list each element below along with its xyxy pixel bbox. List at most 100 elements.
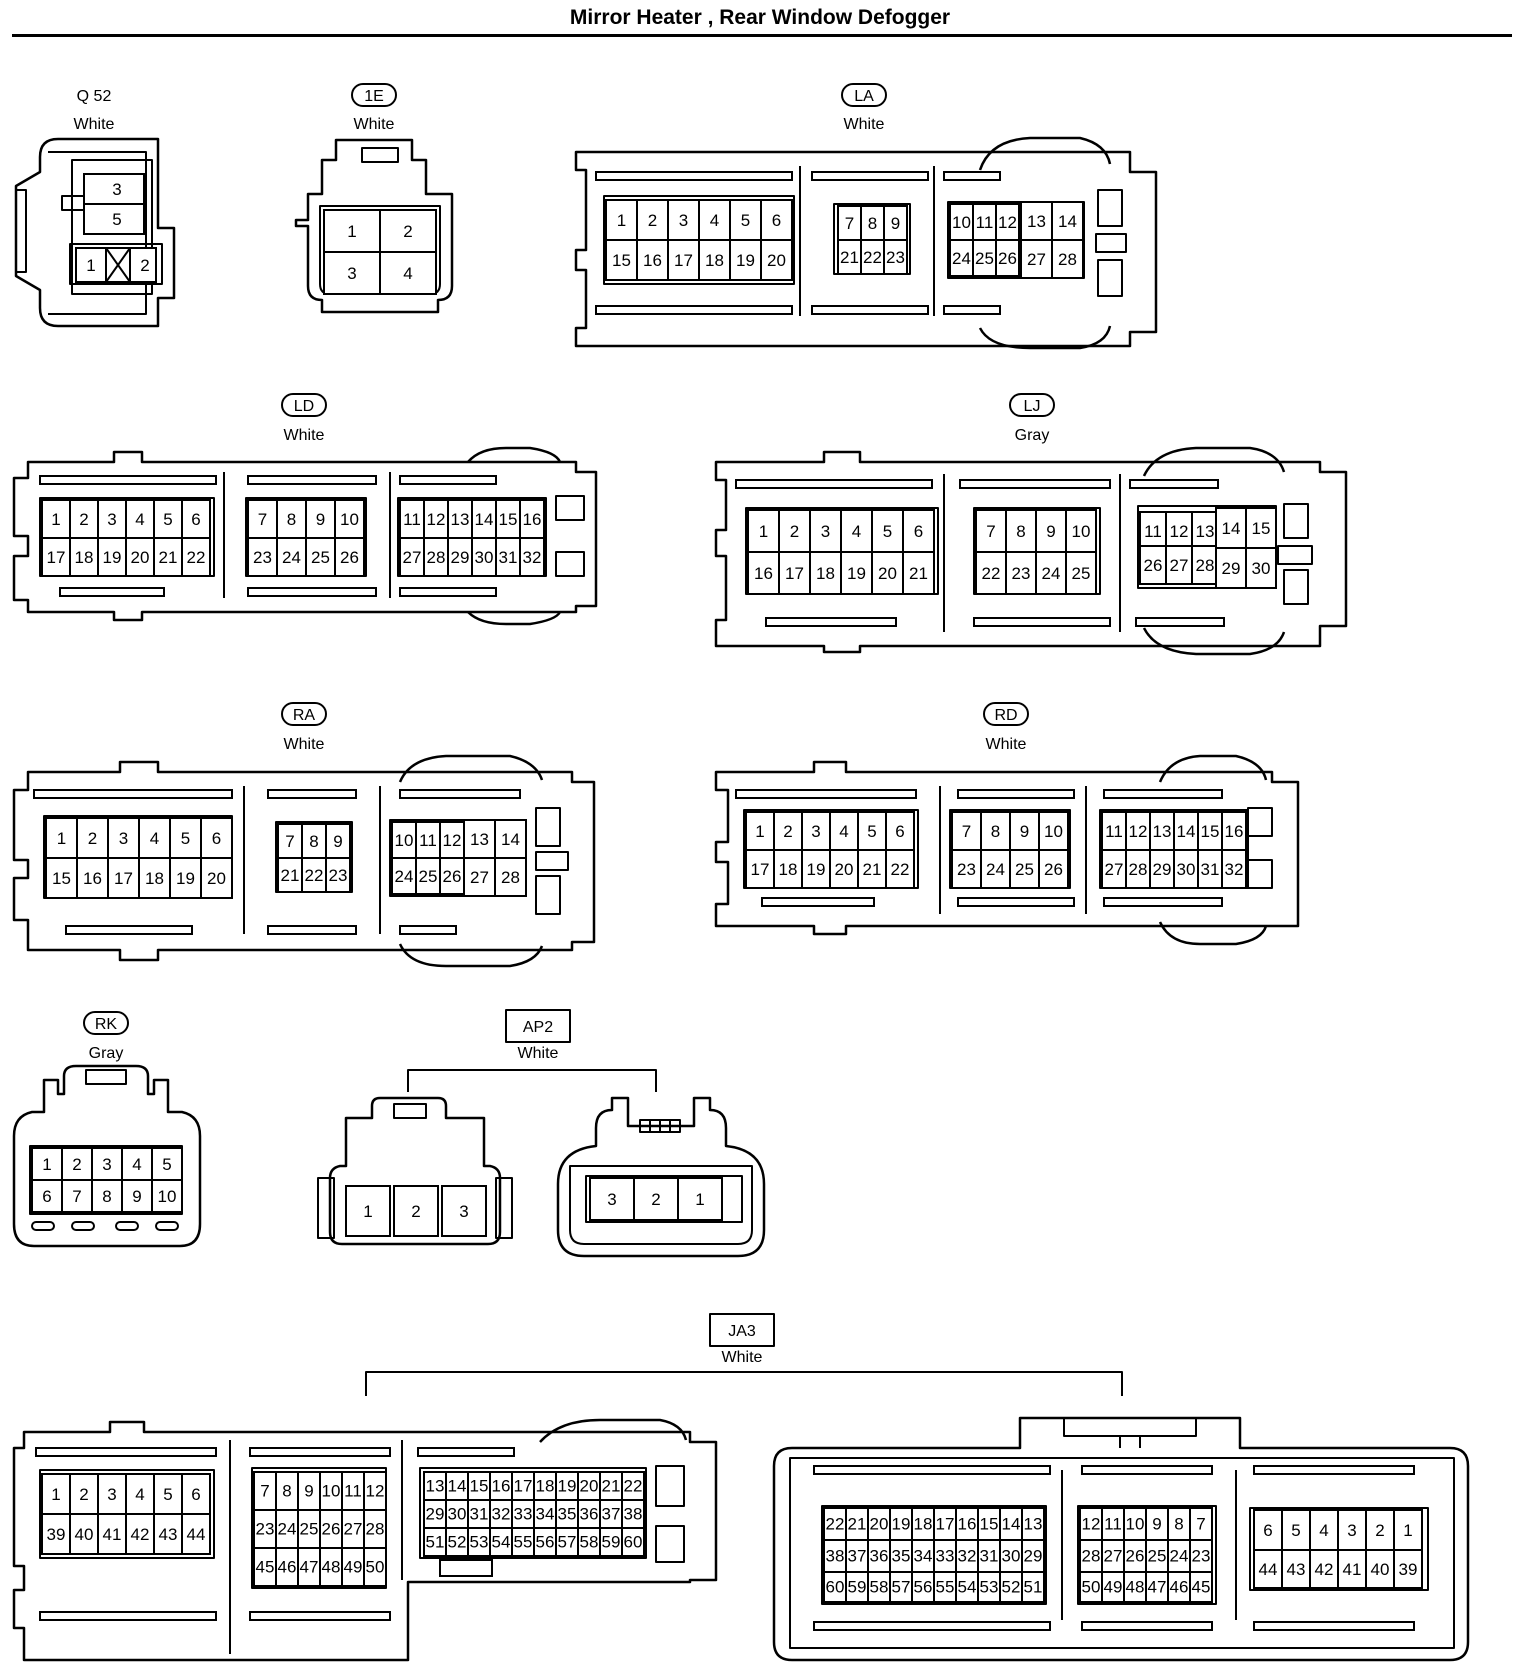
pin-cavity: [1038, 811, 1069, 851]
connector-color-label: Gray: [1015, 427, 1050, 444]
pin-label: 27: [470, 868, 489, 887]
pin-cavity: [325, 823, 351, 859]
pin-label: 9: [304, 1481, 313, 1500]
pin-label: 24: [1042, 564, 1061, 583]
pin-cavity: [1365, 1509, 1395, 1551]
pin-cavity: [1051, 201, 1084, 241]
pin-label: 29: [1222, 559, 1241, 578]
pin-label: 23: [957, 860, 976, 879]
pin-label: 16: [958, 1514, 977, 1533]
pin-label: 2: [403, 222, 412, 241]
pin-label: 4: [852, 522, 861, 541]
pin-label: 2: [140, 256, 149, 275]
pin-label: 34: [914, 1546, 933, 1565]
pin-label: 8: [309, 832, 318, 851]
pin-label: 23: [886, 248, 905, 267]
pin-label: 38: [826, 1546, 845, 1565]
pin-cavity: [1149, 811, 1175, 851]
pin-label: 3: [347, 264, 356, 283]
pin-label: 10: [1072, 522, 1091, 541]
connector-color-label: White: [354, 116, 395, 133]
connector-id-badge: [83, 1011, 129, 1035]
page-title: Mirror Heater , Rear Window Defogger: [569, 6, 951, 29]
pin-cavity: [1009, 849, 1040, 889]
pin-label: 54: [958, 1577, 977, 1596]
pin-cavity: [605, 199, 638, 241]
pin-label: 46: [278, 1557, 297, 1576]
pin-label: 10: [1126, 1514, 1145, 1533]
pin-label: 29: [426, 1504, 445, 1523]
pin-label: 26: [1044, 860, 1063, 879]
pin-label: 7: [962, 822, 971, 841]
pin-label: 29: [451, 548, 470, 567]
pin-label: 13: [1196, 522, 1215, 541]
pin-label: 24: [952, 249, 971, 268]
pin-label: 56: [536, 1532, 555, 1551]
pin-cavity: [181, 537, 211, 577]
pin-label: 26: [340, 548, 359, 567]
pin-label: 12: [366, 1481, 385, 1500]
pin-cavity: [747, 509, 780, 553]
connector-color-label: White: [518, 1045, 559, 1062]
pin-label: 31: [499, 548, 518, 567]
connector-id-label: LJ: [1024, 398, 1041, 415]
pin-label: 24: [278, 1519, 297, 1538]
pin-label: 19: [103, 548, 122, 567]
pin-label: 33: [514, 1504, 533, 1523]
pin-cavity: [41, 1473, 71, 1515]
pin-label: 51: [1024, 1577, 1043, 1596]
pin-label: 45: [1192, 1577, 1211, 1596]
pin-label: 27: [1170, 556, 1189, 575]
pin-label: 11: [1144, 522, 1162, 541]
pin-label: 42: [1315, 1560, 1334, 1579]
pin-label: 47: [1148, 1577, 1167, 1596]
pin-label: 34: [536, 1504, 555, 1523]
pin-label: 22: [863, 248, 882, 267]
pin-label: 25: [419, 867, 438, 886]
pin-cavity: [883, 239, 908, 275]
pin-label: 6: [191, 510, 200, 529]
pin-cavity: [415, 857, 441, 895]
pin-label: 58: [870, 1577, 889, 1596]
pin-label: 16: [523, 510, 542, 529]
pin-cavity: [1253, 1549, 1283, 1589]
pin-label: 20: [767, 251, 786, 270]
pin-label: 5: [112, 210, 121, 229]
pin-cavity: [778, 551, 811, 595]
connector-id-badge: [983, 702, 1029, 726]
pin-cavity: [69, 499, 99, 539]
pin-label: 33: [936, 1546, 955, 1565]
pin-label: 8: [282, 1481, 291, 1500]
pin-cavity: [1337, 1549, 1367, 1589]
pin-label: 17: [785, 564, 804, 583]
pin-cavity: [885, 849, 915, 889]
pin-label: 57: [892, 1577, 911, 1596]
pin-cavity: [495, 537, 521, 577]
pin-cavity: [605, 239, 638, 281]
pin-label: 9: [1020, 822, 1029, 841]
pin-label: 12: [998, 213, 1017, 232]
connector-1e: 1E White 1 2 3 4: [294, 83, 454, 314]
pin-cavity: [151, 1179, 183, 1213]
pin-label: 10: [322, 1481, 341, 1500]
pin-label: 40: [1371, 1560, 1390, 1579]
pin-label: 60: [624, 1532, 643, 1551]
pin-label: 30: [1252, 559, 1271, 578]
pin-label: 25: [1148, 1546, 1167, 1565]
pin-label: 2: [88, 829, 97, 848]
connector-q52: Q 52 White 3 5 1 2: [14, 88, 176, 328]
pin-label: 4: [135, 510, 144, 529]
pin-label: 54: [492, 1532, 511, 1551]
pin-label: 11: [403, 510, 421, 529]
pin-label: 14: [1002, 1514, 1021, 1533]
pin-cavity: [1393, 1549, 1423, 1589]
pin-label: 7: [258, 510, 267, 529]
pin-label: 15: [612, 251, 631, 270]
pin-label: 7: [260, 1481, 269, 1500]
pin-label: 16: [754, 564, 773, 583]
pin-label: 8: [1174, 1514, 1183, 1533]
pin-label: 15: [1201, 822, 1220, 841]
connector-id-label: RK: [95, 1016, 118, 1033]
